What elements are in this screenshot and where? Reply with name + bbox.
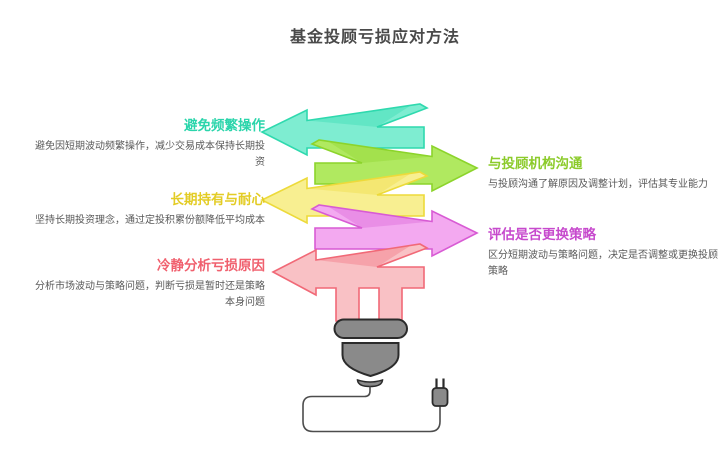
item-desc: 区分短期波动与策略问题，决定是否调整或更换投顾策略 <box>488 250 718 278</box>
item-analyze-loss-cause: 冷静分析亏损原因 分析市场波动与策略问题，判断亏损是暂时还是策略本身问题 <box>29 257 265 311</box>
zigzag-arrow-left-teal <box>260 103 429 157</box>
item-desc: 避免因短期波动频繁操作，减少交易成本保持长期投资 <box>35 141 265 169</box>
power-cable <box>302 386 441 433</box>
zigzag-arrow-right-green <box>310 139 479 193</box>
item-communicate-with-advisor: 与投顾机构沟通 与投顾沟通了解原因及调整计划，评估其专业能力 <box>488 155 720 193</box>
arrow-communicate-with-advisor <box>310 139 479 193</box>
zigzag-arrow-left-yellow <box>260 171 429 225</box>
arrow-analyze-loss-cause <box>271 243 429 322</box>
item-title: 评估是否更换策略 <box>488 227 596 242</box>
zigzag-arrow-right-magenta <box>310 204 479 258</box>
item-title: 与投顾机构沟通 <box>488 156 583 171</box>
item-title: 冷静分析亏损原因 <box>157 258 265 273</box>
item-avoid-frequent-trading: 避免频繁操作 避免因短期波动频繁操作，减少交易成本保持长期投资 <box>29 117 265 171</box>
arrow-fold-shade <box>316 246 410 267</box>
item-title: 长期持有与耐心 <box>170 192 266 207</box>
bulb-rim <box>333 318 408 339</box>
page-title: 基金投顾亏损应对方法 <box>289 29 460 46</box>
item-long-term-holding-patience: 长期持有与耐心 坚持长期投资理念，通过定投积累份额降低平均成本 <box>29 191 265 229</box>
bulb-tip <box>356 378 384 388</box>
plug-body <box>431 387 449 407</box>
bulb-screw-base <box>341 342 400 378</box>
item-desc: 坚持长期投资理念，通过定投积累份额降低平均成本 <box>35 215 265 227</box>
lightbulb-base <box>302 318 449 433</box>
arrow-evaluate-strategy <box>310 204 479 258</box>
arrow-fold-shade <box>329 207 432 228</box>
arrow-avoid-frequent-trading <box>260 103 429 157</box>
arrow-fold-shade <box>307 174 410 195</box>
item-desc: 分析市场波动与策略问题，判断亏损是暂时还是策略本身问题 <box>35 281 265 309</box>
arrow-fold-shade <box>307 106 410 127</box>
item-title: 避免频繁操作 <box>184 118 265 133</box>
item-desc: 与投顾沟通了解原因及调整计划，评估其专业能力 <box>488 179 708 191</box>
arrow-fold-shade <box>329 142 432 163</box>
arrow-long-term-holding <box>260 171 429 225</box>
power-plug <box>431 378 449 407</box>
item-evaluate-strategy-change: 评估是否更换策略 区分短期波动与策略问题，决定是否调整或更换投顾策略 <box>488 226 720 280</box>
